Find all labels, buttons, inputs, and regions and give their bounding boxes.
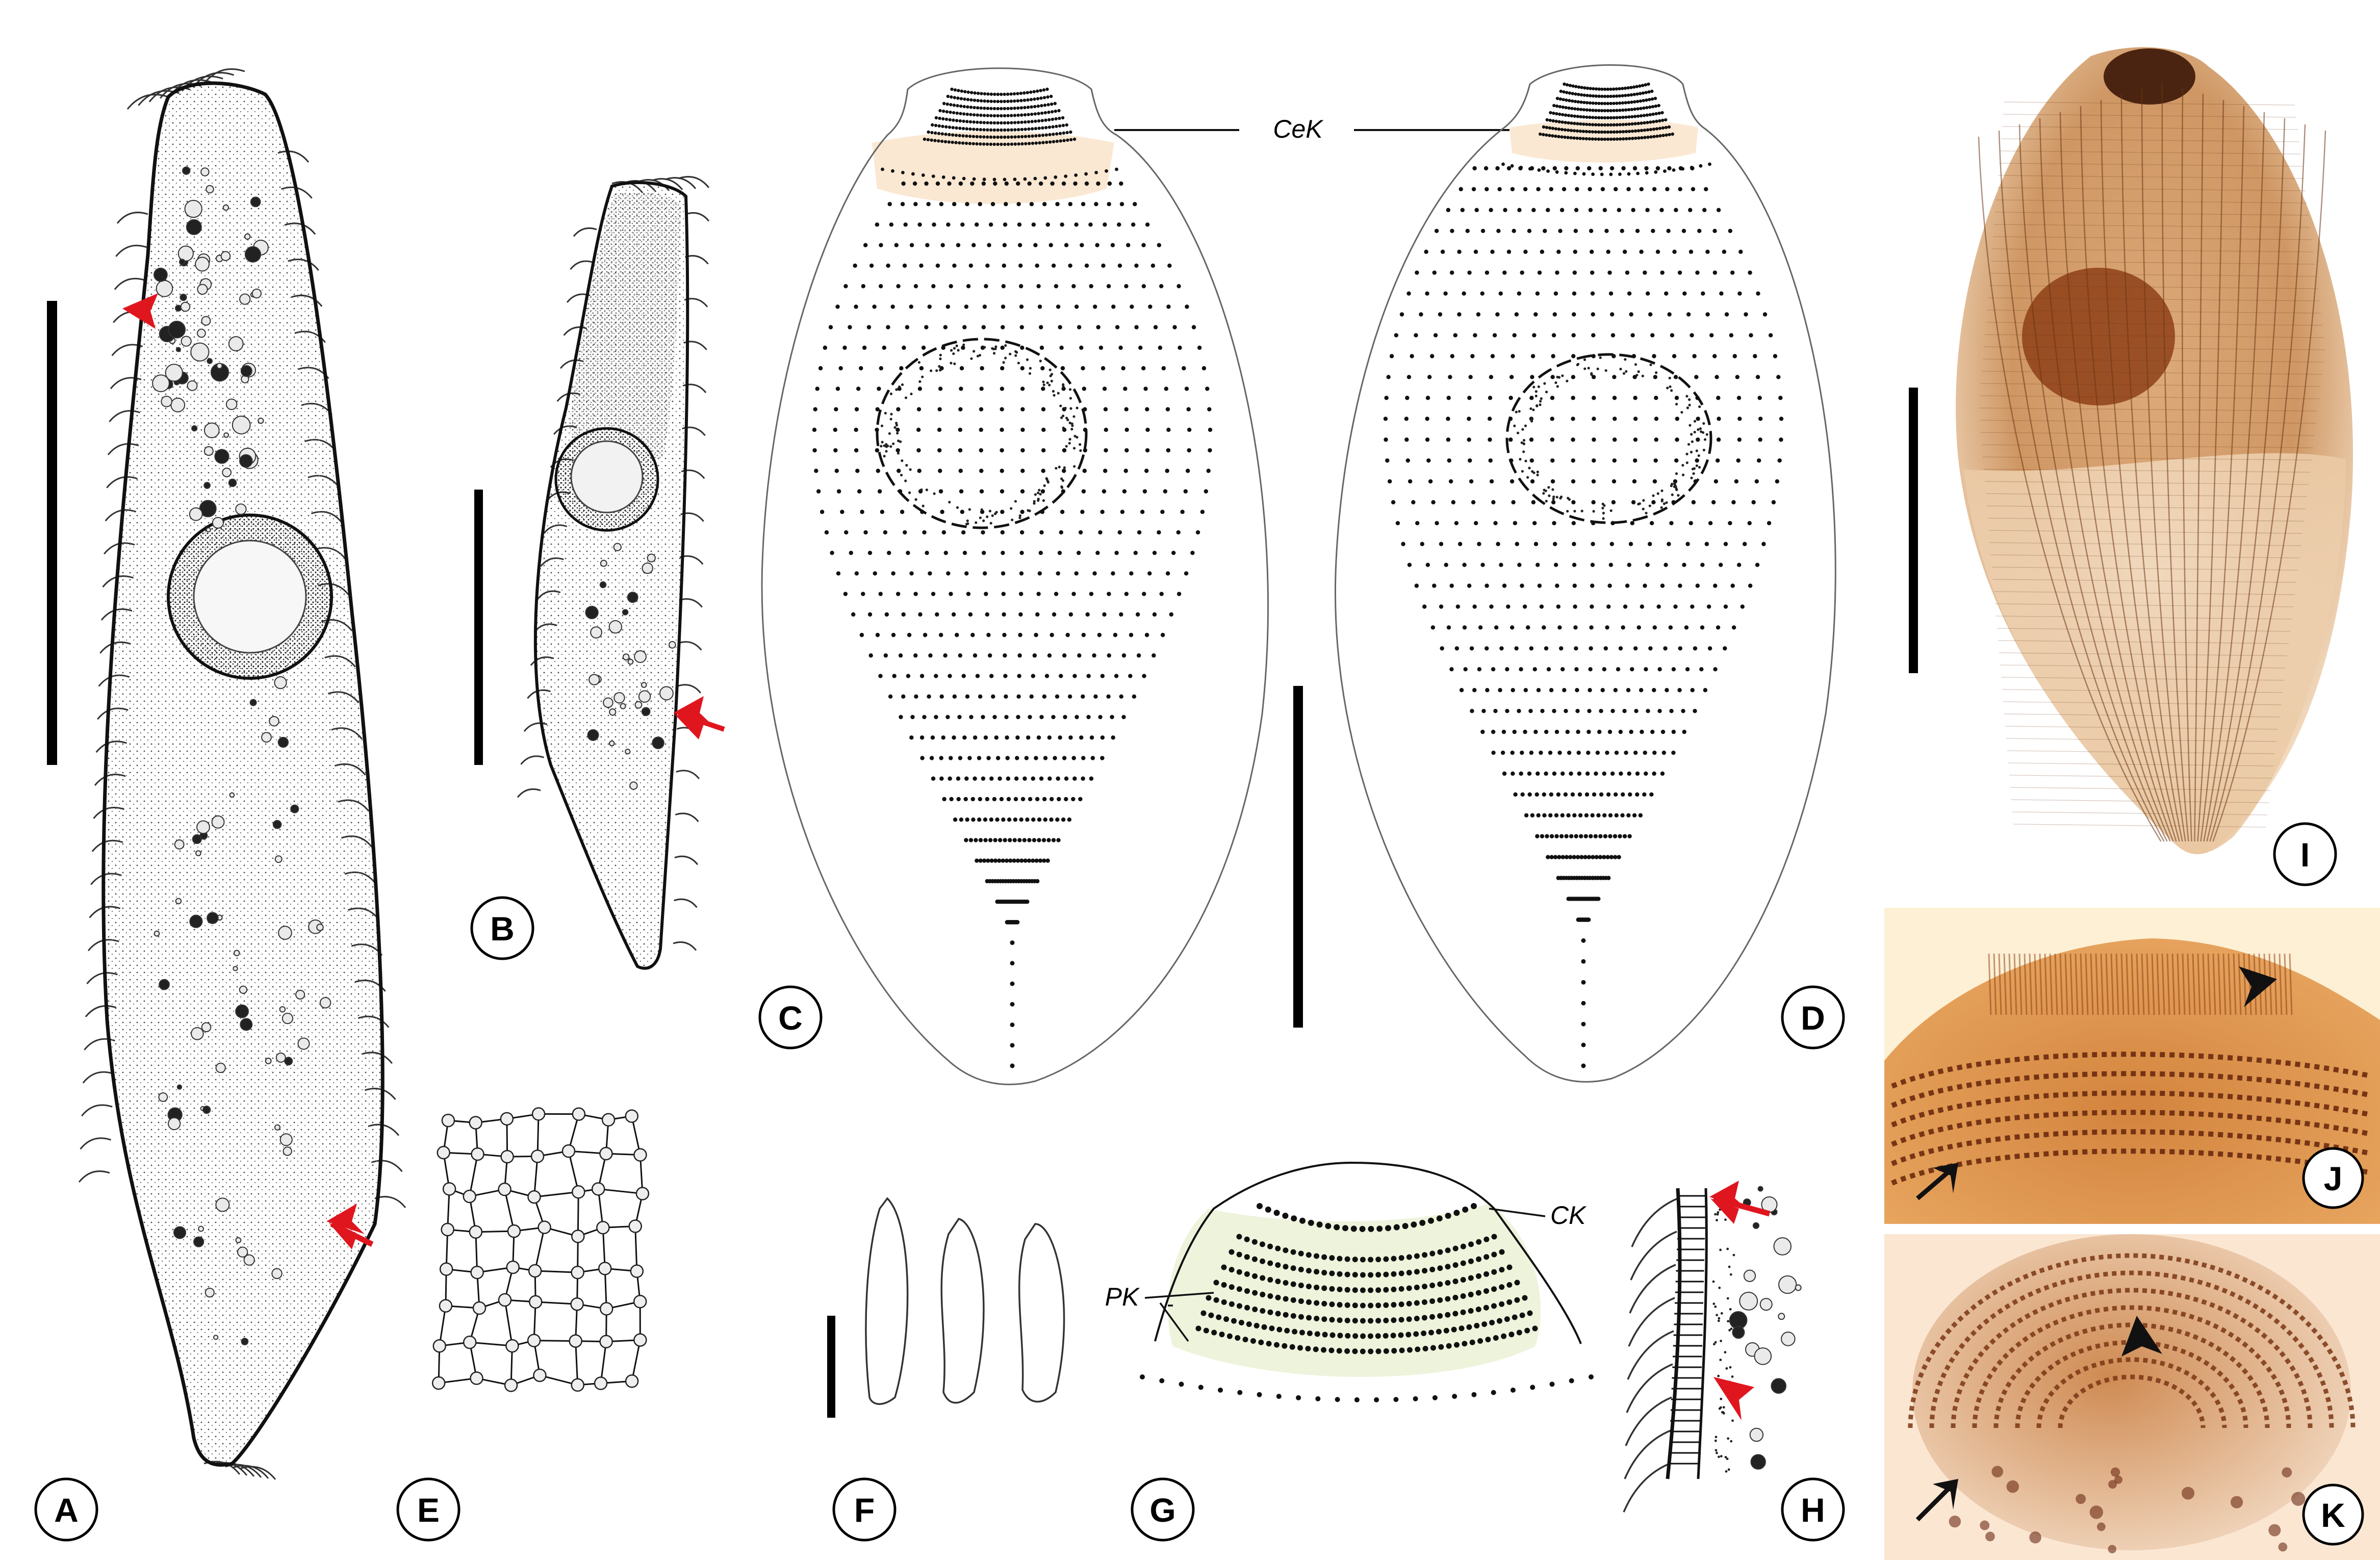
scale-bar-a (47, 301, 57, 765)
panel-a-cell-drawing: A (34, 68, 406, 1542)
cortex-inner-h (1697, 1188, 1708, 1479)
panel-k-micrograph: K (1884, 1234, 2380, 1560)
black-arrowhead-j (2239, 966, 2277, 1007)
apical-kineties-d (1501, 82, 1711, 176)
pk-label: PK (1105, 1283, 1140, 1311)
panel-label-g: G (1149, 1491, 1175, 1529)
stained-apex-k (1912, 1234, 2351, 1550)
red-arrowhead-a (122, 293, 158, 329)
panel-label-d-circle (1781, 985, 1845, 1050)
panel-label-d: D (1801, 999, 1825, 1037)
kinety-dots-c (812, 181, 1213, 1068)
cortex-outer-h (1666, 1188, 1682, 1479)
black-arrow-k (1915, 1479, 1958, 1522)
panel-label-h: H (1801, 1491, 1825, 1529)
panel-label-e-circle (396, 1477, 460, 1542)
panel-label-c-circle (758, 985, 823, 1050)
panel-label-f: F (854, 1491, 875, 1529)
cilia-h (1623, 1197, 1678, 1513)
pk-annotation: PK (1105, 1283, 1214, 1342)
panel-j-micrograph: J (1884, 908, 2380, 1224)
panel-label-b: B (490, 910, 515, 948)
black-arrow-j (1916, 1163, 1958, 1200)
panel-label-f-circle (832, 1477, 897, 1542)
apical-kineties-c (881, 87, 1118, 182)
granules-b (585, 543, 676, 790)
panel-label-c: C (778, 999, 803, 1037)
panel-label-i-circle (2273, 822, 2337, 886)
panel-label-j-circle (2302, 1147, 2364, 1209)
macronucleus-d (1505, 353, 1712, 524)
nucleus-dots-d (1513, 356, 1708, 520)
granules-a (152, 166, 331, 1345)
panel-label-h-circle (1781, 1477, 1845, 1542)
stained-macronucleus (2022, 268, 2175, 405)
red-arrow-b (673, 696, 725, 739)
panel-label-b-circle (470, 896, 534, 960)
panel-c-silverline-drawing: C (758, 67, 1269, 1086)
panel-label-a-circle (34, 1477, 98, 1542)
panel-label-k: K (2321, 1496, 2345, 1534)
extrusome-2 (940, 1217, 985, 1404)
ck-label: CK (1550, 1201, 1587, 1230)
panel-label-e: E (417, 1491, 440, 1529)
apex-outline-g (1154, 1161, 1582, 1344)
panel-f-extrusomes: F (827, 1197, 1065, 1542)
silverline-net-e (431, 1107, 650, 1392)
extrusome-3 (1018, 1223, 1065, 1403)
ck-annotation: CK (1489, 1201, 1587, 1230)
panel-i-micrograph: I (1909, 47, 2353, 886)
panel-label-g-circle (1131, 1477, 1195, 1542)
black-arrowhead-k (2121, 1316, 2162, 1357)
panel-label-k-circle (2302, 1484, 2364, 1546)
panel-d-silverline-drawing: D (1335, 64, 1845, 1083)
panel-label-j: J (2324, 1160, 2343, 1197)
panel-h-cortex-detail: H (1623, 1181, 1845, 1542)
kinety-rows-g (1140, 1203, 1594, 1402)
panel-g-apical-kineties: PK CK G (1105, 1161, 1594, 1542)
red-arrow-a (326, 1204, 374, 1249)
macronucleus-c (876, 338, 1088, 529)
panel-e-silverline-network: E (396, 1107, 650, 1542)
panel-label-i: I (2300, 836, 2310, 874)
granules-h (1725, 1186, 1802, 1470)
scale-bar-f (827, 1316, 835, 1418)
nucleus-dots-c (880, 343, 1082, 526)
kinety-rings-k (1908, 1253, 2356, 1428)
cortex-ladder-h (1669, 1192, 1735, 1473)
cek-label: CeK (1273, 115, 1324, 143)
panel-b-cell-drawing: B (470, 176, 725, 970)
extrusome-1 (865, 1197, 909, 1405)
red-arrowhead-h (1713, 1377, 1754, 1420)
silverline-grid-i (1978, 81, 2326, 842)
scale-bar-b (474, 490, 483, 765)
cell-body-a (101, 81, 385, 1467)
kinety-rows-j (1891, 953, 2372, 1186)
scale-bar-i (1909, 388, 1918, 673)
cek-band-c (872, 131, 1114, 204)
cek-annotation: CeK (1114, 115, 1509, 143)
kinety-dots-d (1383, 166, 1784, 1068)
stained-apex (2104, 48, 2195, 105)
cell-outline-c (761, 67, 1269, 1086)
panel-label-a: A (54, 1491, 79, 1529)
red-arrow-h (1709, 1181, 1771, 1224)
scale-bar-cd (1293, 686, 1303, 1028)
granule-spots-k (1949, 1466, 2352, 1553)
cell-outline-d (1335, 64, 1836, 1083)
